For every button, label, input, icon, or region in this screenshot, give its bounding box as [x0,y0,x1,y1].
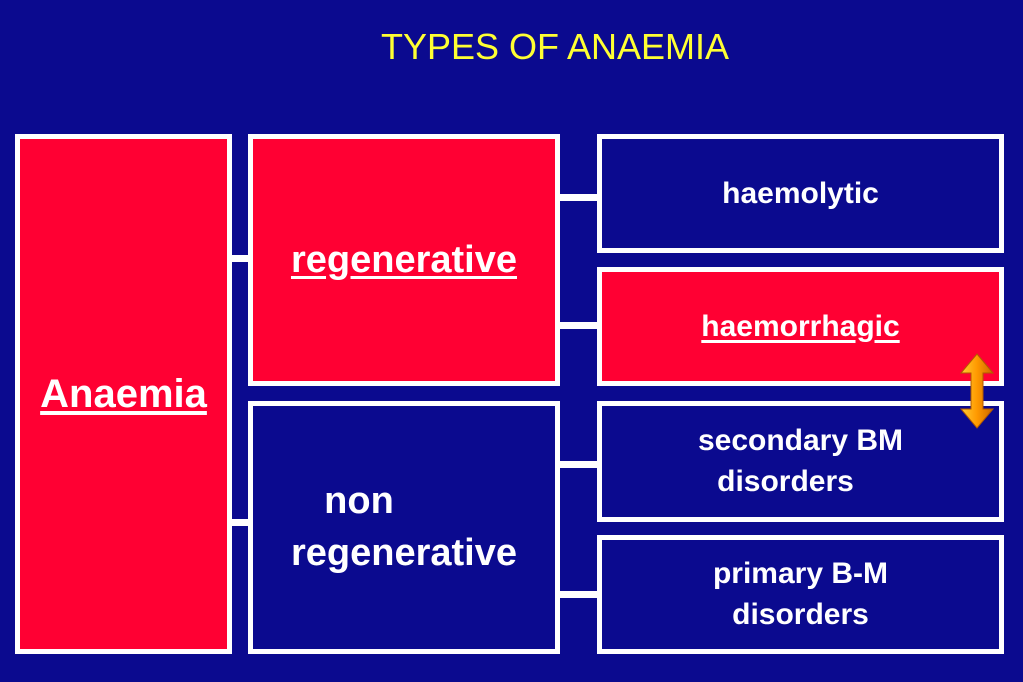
secondary-line-1: secondary BM [697,424,904,457]
connector-nonregenerative-secondary [560,461,597,468]
connector-anaemia-regenerative [232,255,248,262]
anaemia-box: Anaemia [15,134,232,654]
haemolytic-label: haemolytic [722,176,879,210]
primary-line-2: disorders [732,597,869,631]
non-regenerative-label: non regenerative [291,476,517,579]
primary-bm-disorders-label: primary B-M disorders [713,554,888,635]
connector-regenerative-haemorrhagic [560,322,597,329]
haemolytic-box: haemolytic [597,134,1004,253]
non-regenerative-line-2: regenerative [290,531,517,574]
connector-anaemia-nonregenerative [232,519,248,526]
secondary-bm-disorders-label: secondary BM disorders [698,421,903,502]
double-arrow-icon [960,353,994,429]
haemorrhagic-box: haemorrhagic [597,267,1004,386]
secondary-line-2: disorders [717,464,854,498]
connector-nonregenerative-primary [560,591,597,598]
slide-title: TYPES OF ANAEMIA [380,26,730,67]
non-regenerative-box: non regenerative [248,401,560,654]
haemorrhagic-label: haemorrhagic [701,309,900,343]
regenerative-box: regenerative [248,134,560,386]
non-regenerative-line-1: non [324,480,394,523]
regenerative-label: regenerative [290,238,517,281]
anaemia-label: Anaemia [40,371,207,416]
connector-regenerative-haemolytic [560,194,597,201]
primary-line-1: primary B-M [712,557,889,590]
primary-bm-disorders-box: primary B-M disorders [597,535,1004,654]
secondary-bm-disorders-box: secondary BM disorders [597,401,1004,522]
